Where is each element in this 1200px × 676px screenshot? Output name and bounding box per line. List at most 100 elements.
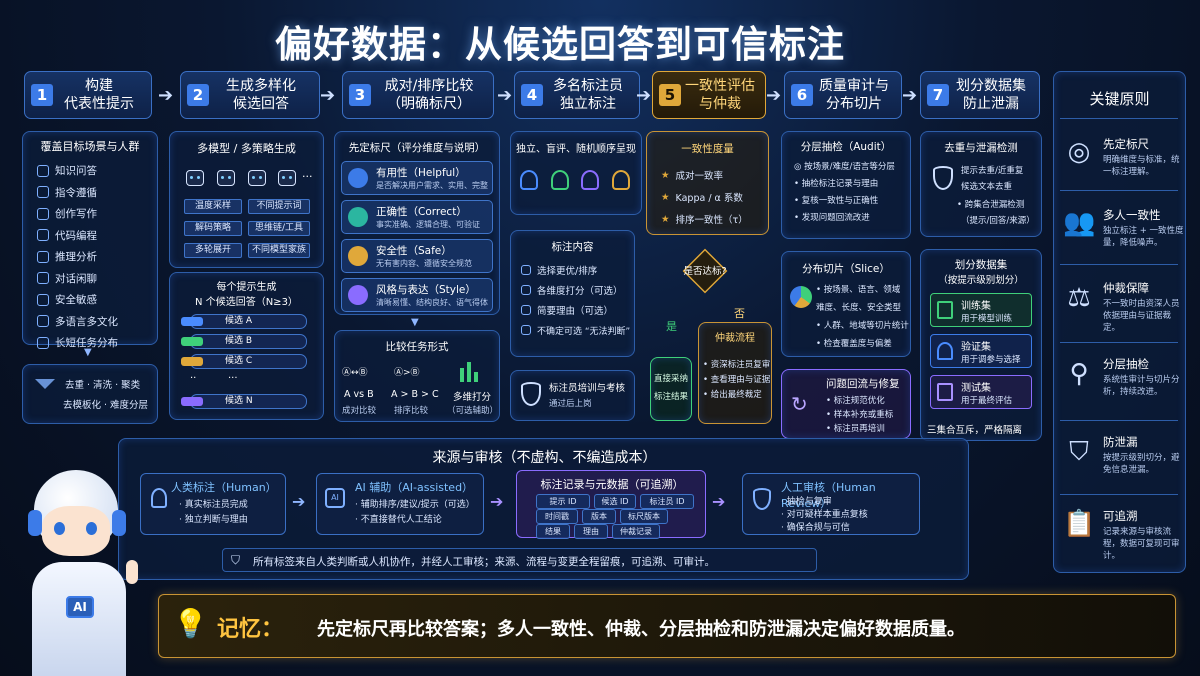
star-icon: ★ [661, 191, 670, 203]
lightbulb-icon: 💡 [173, 607, 208, 640]
list-item: 安全敏感 [37, 289, 157, 311]
strategy-tag: 温度采样 [184, 199, 242, 214]
doc-icon [37, 336, 49, 349]
criterion-style: 风格与表达（Style）清晰易懂、结构良好、语气得体 [341, 278, 493, 312]
pie-icon [790, 286, 812, 308]
users-icon: 👥 [1063, 208, 1096, 238]
candidate-a: 候选 A [181, 314, 307, 329]
chat-icon [37, 272, 49, 285]
criterion-helpful: 有用性（Helpful）是否解决用户需求、实用、完整 [341, 161, 493, 195]
bar-chart-icon [458, 360, 482, 382]
shield-check-icon [521, 382, 541, 406]
arrow-icon: ➔ [490, 492, 504, 511]
candidate-b: 候选 B [181, 334, 307, 349]
user-icon [151, 488, 167, 508]
annotator-training-panel: 标注员培训与考核 通过后上岗 [510, 370, 635, 421]
arrow-icon: ➔ [158, 85, 174, 106]
clipboard-icon: 📋 [1063, 509, 1096, 539]
funnel-icon [35, 379, 55, 403]
decision-diamond: 是否达标? [672, 248, 736, 294]
star-icon: ★ [661, 213, 670, 225]
shield-icon [37, 293, 49, 306]
list-item: 推理分析 [37, 246, 157, 268]
arrow-icon: ➔ [497, 85, 513, 106]
ai-badge-icon: AI [66, 596, 94, 618]
strategy-tag: 不同模型家族 [248, 243, 310, 258]
audit-panel: 分层抽检（Audit） ◎ 按场景/难度/语言等分层 • 抽检标注记录与理由 •… [781, 131, 911, 239]
list-item: 创作写作 [37, 203, 157, 225]
pen-icon [37, 207, 49, 220]
human-annotation-box: 人类标注（Human） · 真实标注员完成 · 独立判断与理由 [140, 473, 286, 535]
arrow-icon: ➔ [712, 492, 726, 511]
arrow-icon: ➔ [902, 85, 918, 106]
shield-icon [348, 246, 368, 266]
strategy-tag: 思维链/工具 [248, 221, 310, 236]
shield-user-icon [753, 488, 771, 510]
annotators-icon [520, 170, 630, 194]
robot-icon [278, 170, 296, 186]
validation-set: 验证集 用于调参与选择 [930, 334, 1032, 368]
gavel-icon: ⚖ [1067, 283, 1091, 313]
source-note: ⛉ 所有标签来自人类判断或人机协作，并经人工审核；来源、流程与变更全程留痕，可追… [222, 548, 817, 572]
bulb-icon [37, 164, 49, 177]
list-item: 指令遵循 [37, 182, 157, 204]
criterion-safe: 安全性（Safe）无有害内容、遵循安全规范 [341, 239, 493, 273]
strategy-tag: 多轮展开 [184, 243, 242, 258]
feedback-fix-panel: 问题回流与修复 ↻ • 标注规范优化 • 样本补充或重标 • 标注员再培训 [781, 369, 911, 439]
memory-banner: 💡 记忆： 先定标尺再比较答案；多人一致性、仲裁、分层抽检和防泄漏决定偏好数据质… [158, 594, 1176, 658]
book-icon [937, 301, 953, 319]
shield-check-icon [933, 166, 953, 190]
page-title: 偏好数据：从候选回答到可信标注 [275, 23, 845, 66]
arrow-icon: ➔ [636, 85, 652, 106]
dedup-leak-panel: 去重与泄漏检测 提示去重/近重复 候选文本去重 • 跨集合泄漏检测 （提示/回答… [920, 131, 1042, 237]
ai-assisted-box: AI AI 辅助（AI-assisted） · 辅助排序/建议/提示（可选） ·… [316, 473, 484, 535]
robot-icon [248, 170, 266, 186]
human-review-box: 人工审核（Human Review） · 抽检与复审 · 对可疑样本重点复核 ·… [742, 473, 920, 535]
ab-icon: Ⓐ↔Ⓑ [342, 368, 368, 378]
refresh-icon: ↻ [791, 392, 808, 416]
brain-icon [37, 250, 49, 263]
thumbs-up-icon [348, 168, 368, 188]
list-item: 对话闲聊 [37, 268, 157, 290]
ranking-icon: Ⓐ>Ⓑ [394, 368, 420, 378]
filter-panel: 去重 · 清洗 · 聚类 去模板化 · 难度分层 [22, 364, 158, 424]
shield-icon: ⛉ [231, 553, 241, 567]
candidate-c: 候选 C [181, 354, 307, 369]
user-icon [37, 186, 49, 199]
annotation-content-panel: 标注内容 选择更优/排序 各维度打分（可选） 简要理由（可选） 不确定可选 “无… [510, 230, 635, 357]
shield-icon: ⛉ [1069, 437, 1089, 467]
list-item: 代码编程 [37, 225, 157, 247]
arrow-down-icon: ▼ [84, 347, 92, 358]
pen-icon [348, 285, 368, 305]
star-icon: ★ [661, 169, 670, 181]
arrow-icon: ➔ [320, 85, 336, 106]
test-set: 测试集 用于最终评估 [930, 375, 1032, 409]
list-item: 多语言多文化 [37, 311, 157, 333]
arrow-icon: ➔ [292, 492, 306, 511]
arbitration-panel: 仲裁流程 • 资深标注员复审 • 查看理由与证据 • 给出最终裁定 [698, 322, 772, 424]
globe-icon [37, 315, 49, 328]
criterion-correct: 正确性（Correct）事实准确、逻辑合理、可验证 [341, 200, 493, 234]
robot-icon [217, 170, 235, 186]
arrow-icon: ➔ [766, 85, 782, 106]
list-item: 知识问答 [37, 160, 157, 182]
comparison-form-panel: 比较任务形式 [334, 330, 500, 422]
strategy-tag: 不同提示词 [248, 199, 310, 214]
panel-header: 覆盖目标场景与人群 [40, 140, 140, 153]
candidate-n: 候选 N [181, 394, 307, 409]
checklist-icon [937, 383, 953, 401]
accept-result-box: 直接采纳 标注结果 [650, 357, 692, 421]
target-icon: ◎ [1067, 137, 1091, 167]
slice-panel: 分布切片（Slice） • 按场景、语言、领域 难度、长度、安全类型 • 人群、… [781, 251, 911, 357]
prompt-coverage-panel: 覆盖目标场景与人群 知识问答 指令遵循 创作写作 代码编程 推理分析 对话闲聊 … [22, 131, 158, 349]
target-icon [348, 207, 368, 227]
code-icon [37, 229, 49, 242]
ai-chip-icon: AI [325, 488, 345, 508]
mascot-avatar: AI [14, 470, 144, 676]
